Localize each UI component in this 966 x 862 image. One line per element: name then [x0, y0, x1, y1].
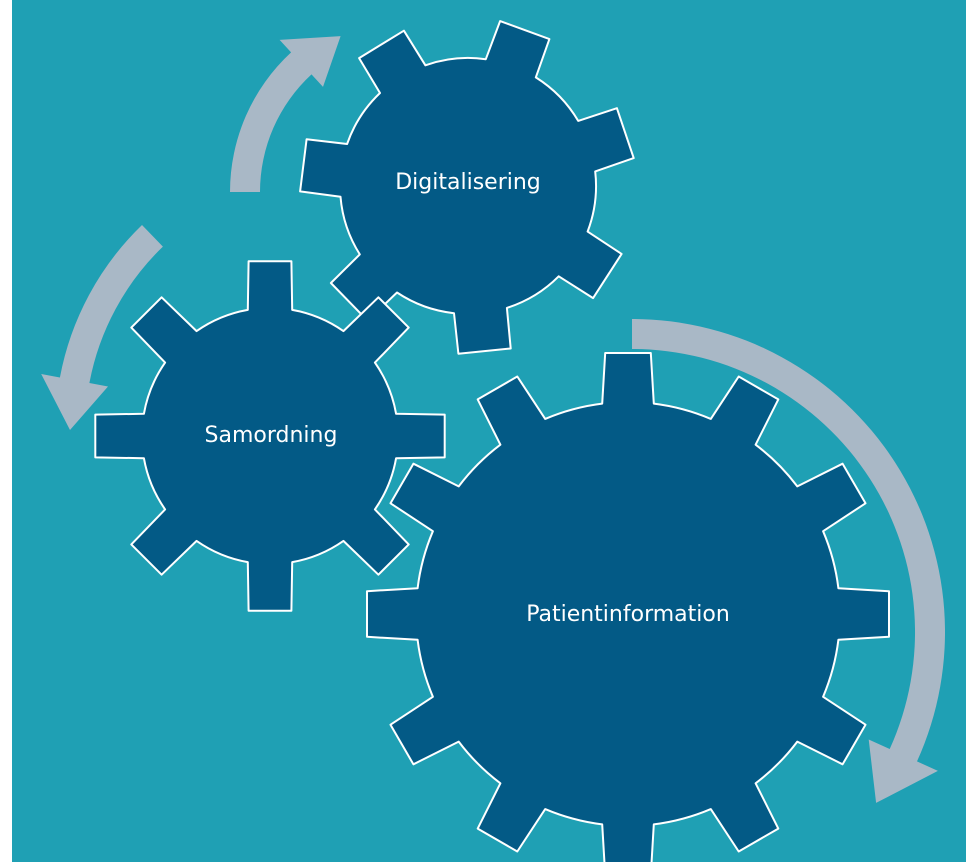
- samordning-gear-icon: [94, 260, 446, 612]
- curved-arrow-left: [41, 225, 163, 430]
- gears-layer: [94, 20, 890, 862]
- labels-layer: Digitalisering Samordning Patientinforma…: [205, 170, 730, 627]
- digitalisering-label: Digitalisering: [395, 170, 541, 195]
- curved-arrow-top: [229, 36, 341, 192]
- digitalisering-gear-icon: [299, 20, 635, 355]
- patientinformation-label: Patientinformation: [526, 602, 730, 627]
- curved-arrow-right: [632, 319, 946, 803]
- patientinformation-gear-icon: [366, 352, 890, 862]
- samordning-label: Samordning: [205, 423, 338, 448]
- arrows-layer: [41, 36, 946, 803]
